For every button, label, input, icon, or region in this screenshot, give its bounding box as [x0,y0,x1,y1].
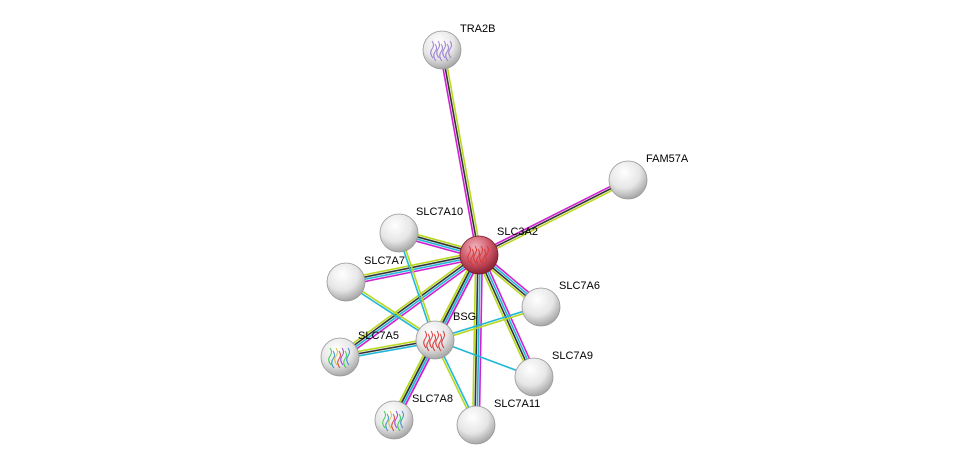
node-slc7a6[interactable]: SLC7A6 [521,280,600,327]
evidence-line-textmining [443,49,482,255]
evidence-line-experiments [477,177,628,254]
node-slc7a5[interactable]: SLC7A5 [320,330,399,377]
edge-slc3a2-tra2b[interactable] [439,49,482,256]
node-sphere[interactable] [521,287,561,327]
evidence-line-experiments [478,255,484,426]
node-bsg[interactable]: BSG [415,311,476,360]
node-slc7a7[interactable]: SLC7A7 [326,255,405,302]
evidence-line-textmining [479,181,630,258]
evidence-line-textmining [471,254,477,425]
evidence-line-experiments [439,50,478,256]
node-label: SLC7A10 [416,206,463,218]
node-label: SLC7A6 [559,280,600,292]
node-label: SLC7A9 [552,350,593,362]
node-sphere[interactable] [326,262,366,302]
node-label: SLC7A8 [412,393,453,405]
node-slc7a8[interactable]: SLC7A8 [374,393,453,440]
evidence-line-textmining [337,251,478,355]
node-slc7a11[interactable]: SLC7A11 [456,398,540,445]
protein-structure-icon [423,330,445,352]
node-label: BSG [453,311,476,323]
edge-slc3a2-fam57a[interactable] [477,177,630,258]
node-sphere[interactable] [456,405,496,445]
protein-structure-icon [467,245,489,267]
node-sphere[interactable] [608,160,648,200]
node-label: FAM57A [646,153,689,165]
evidence-line-coexpression [338,253,479,357]
evidence-line-databases [476,255,481,426]
node-fam57a[interactable]: FAM57A [608,153,689,200]
node-label: SLC3A2 [497,226,538,238]
evidence-line-experiments [341,257,482,361]
evidence-line-coexpression [474,254,479,425]
node-label: TRA2B [460,23,495,35]
evidence-line-experiments [481,253,538,376]
node-sphere[interactable] [514,357,554,397]
node-label: SLC7A7 [364,255,405,267]
node-label: SLC7A5 [358,330,399,342]
evidence-line-coexpression [478,179,629,256]
edge-slc3a2-slc7a5[interactable] [337,251,482,361]
protein-structure-icon [382,410,404,432]
edge-slc3a2-slc7a11[interactable] [471,254,484,426]
protein-structure-icon [328,347,350,369]
protein-structure-icon [430,40,452,62]
node-slc7a9[interactable]: SLC7A9 [514,350,593,397]
node-sphere[interactable] [379,213,419,253]
node-tra2b[interactable]: TRA2B [422,23,495,70]
node-label: SLC7A11 [494,398,540,410]
evidence-line-databases [340,255,481,359]
node-slc3a2[interactable]: SLC3A2 [459,226,538,275]
node-slc7a10[interactable]: SLC7A10 [379,206,463,253]
evidence-line-coexpression [441,49,480,256]
